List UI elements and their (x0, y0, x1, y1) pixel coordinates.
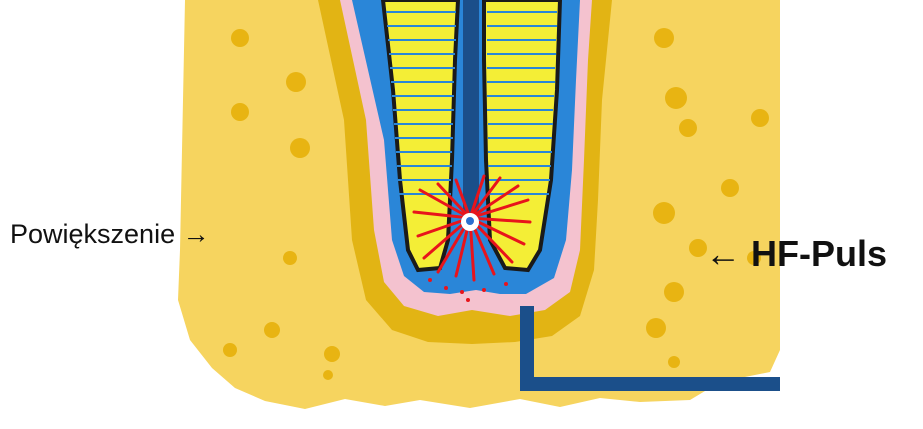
instrument-shaft (463, 0, 479, 215)
magnification-label: Powiększenie → (10, 219, 210, 250)
spark-center (466, 217, 474, 225)
hf-pulse-label: ← HF-Puls (705, 233, 887, 275)
